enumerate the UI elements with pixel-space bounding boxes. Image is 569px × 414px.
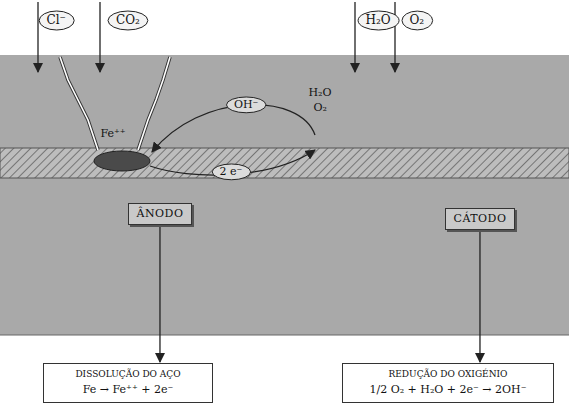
rebar-hatch [0, 148, 569, 178]
reaction-box: REDUÇÃO DO OXIGÉNIO 1/2 O₂ + H₂O + 2e⁻ → … [342, 363, 554, 403]
node-formula: Fe → Fe⁺⁺ + 2e⁻ [52, 383, 204, 397]
rebar-band [0, 148, 569, 178]
electrode-box: CÁTODO [445, 208, 516, 230]
species-label: H₂O [309, 86, 332, 99]
node-text: DISSOLUÇÃO DO AÇO [52, 369, 204, 380]
electron-oval: 2 e⁻ [211, 163, 252, 181]
node-text: 2 e⁻ [220, 165, 243, 179]
oval-shape [358, 11, 399, 30]
crack [138, 57, 170, 150]
crack [60, 57, 98, 150]
node-text: ÂNODO [137, 207, 184, 221]
ingress-arrow [99, 2, 100, 72]
node-text: CÁTODO [454, 212, 507, 226]
hydroxide-flow [152, 105, 315, 152]
reaction-box: DISSOLUÇÃO DO AÇO Fe → Fe⁺⁺ + 2e⁻ [43, 363, 213, 403]
oval-shape [226, 97, 265, 113]
connector-arrow [159, 225, 160, 362]
species-label: Fe⁺⁺ [101, 127, 126, 140]
node-text: O₂ [410, 13, 425, 28]
ion-oval: OH⁻ [225, 96, 267, 114]
electrode-box: ÂNODO [128, 203, 193, 225]
node-formula: 1/2 O₂ + H₂O + 2e⁻ → 2OH⁻ [351, 383, 545, 397]
node-text: CO₂ [116, 13, 140, 28]
species-label: O₂ [314, 101, 327, 114]
node-text: REDUÇÃO DO OXIGÉNIO [351, 369, 545, 380]
node-text: Cl⁻ [47, 13, 66, 28]
connector-arrow [479, 230, 480, 362]
node-text: H₂O [366, 13, 391, 28]
concrete-block [0, 55, 569, 335]
node-text: OH⁻ [234, 98, 258, 112]
species-oval: Cl⁻ [38, 10, 75, 31]
crack [138, 57, 170, 150]
species-oval: O₂ [401, 10, 434, 31]
concrete-edge [0, 335, 569, 336]
oval-shape [401, 11, 432, 30]
species-oval: H₂O [357, 10, 400, 31]
species-oval: CO₂ [107, 10, 149, 31]
crack [60, 57, 98, 150]
oval-shape [39, 11, 74, 30]
ingress-arrow [394, 2, 395, 72]
anode-pit [94, 151, 150, 171]
oval-shape [108, 11, 148, 30]
ingress-arrow [37, 2, 38, 72]
oval-shape [212, 164, 250, 180]
ingress-arrow [354, 2, 355, 72]
